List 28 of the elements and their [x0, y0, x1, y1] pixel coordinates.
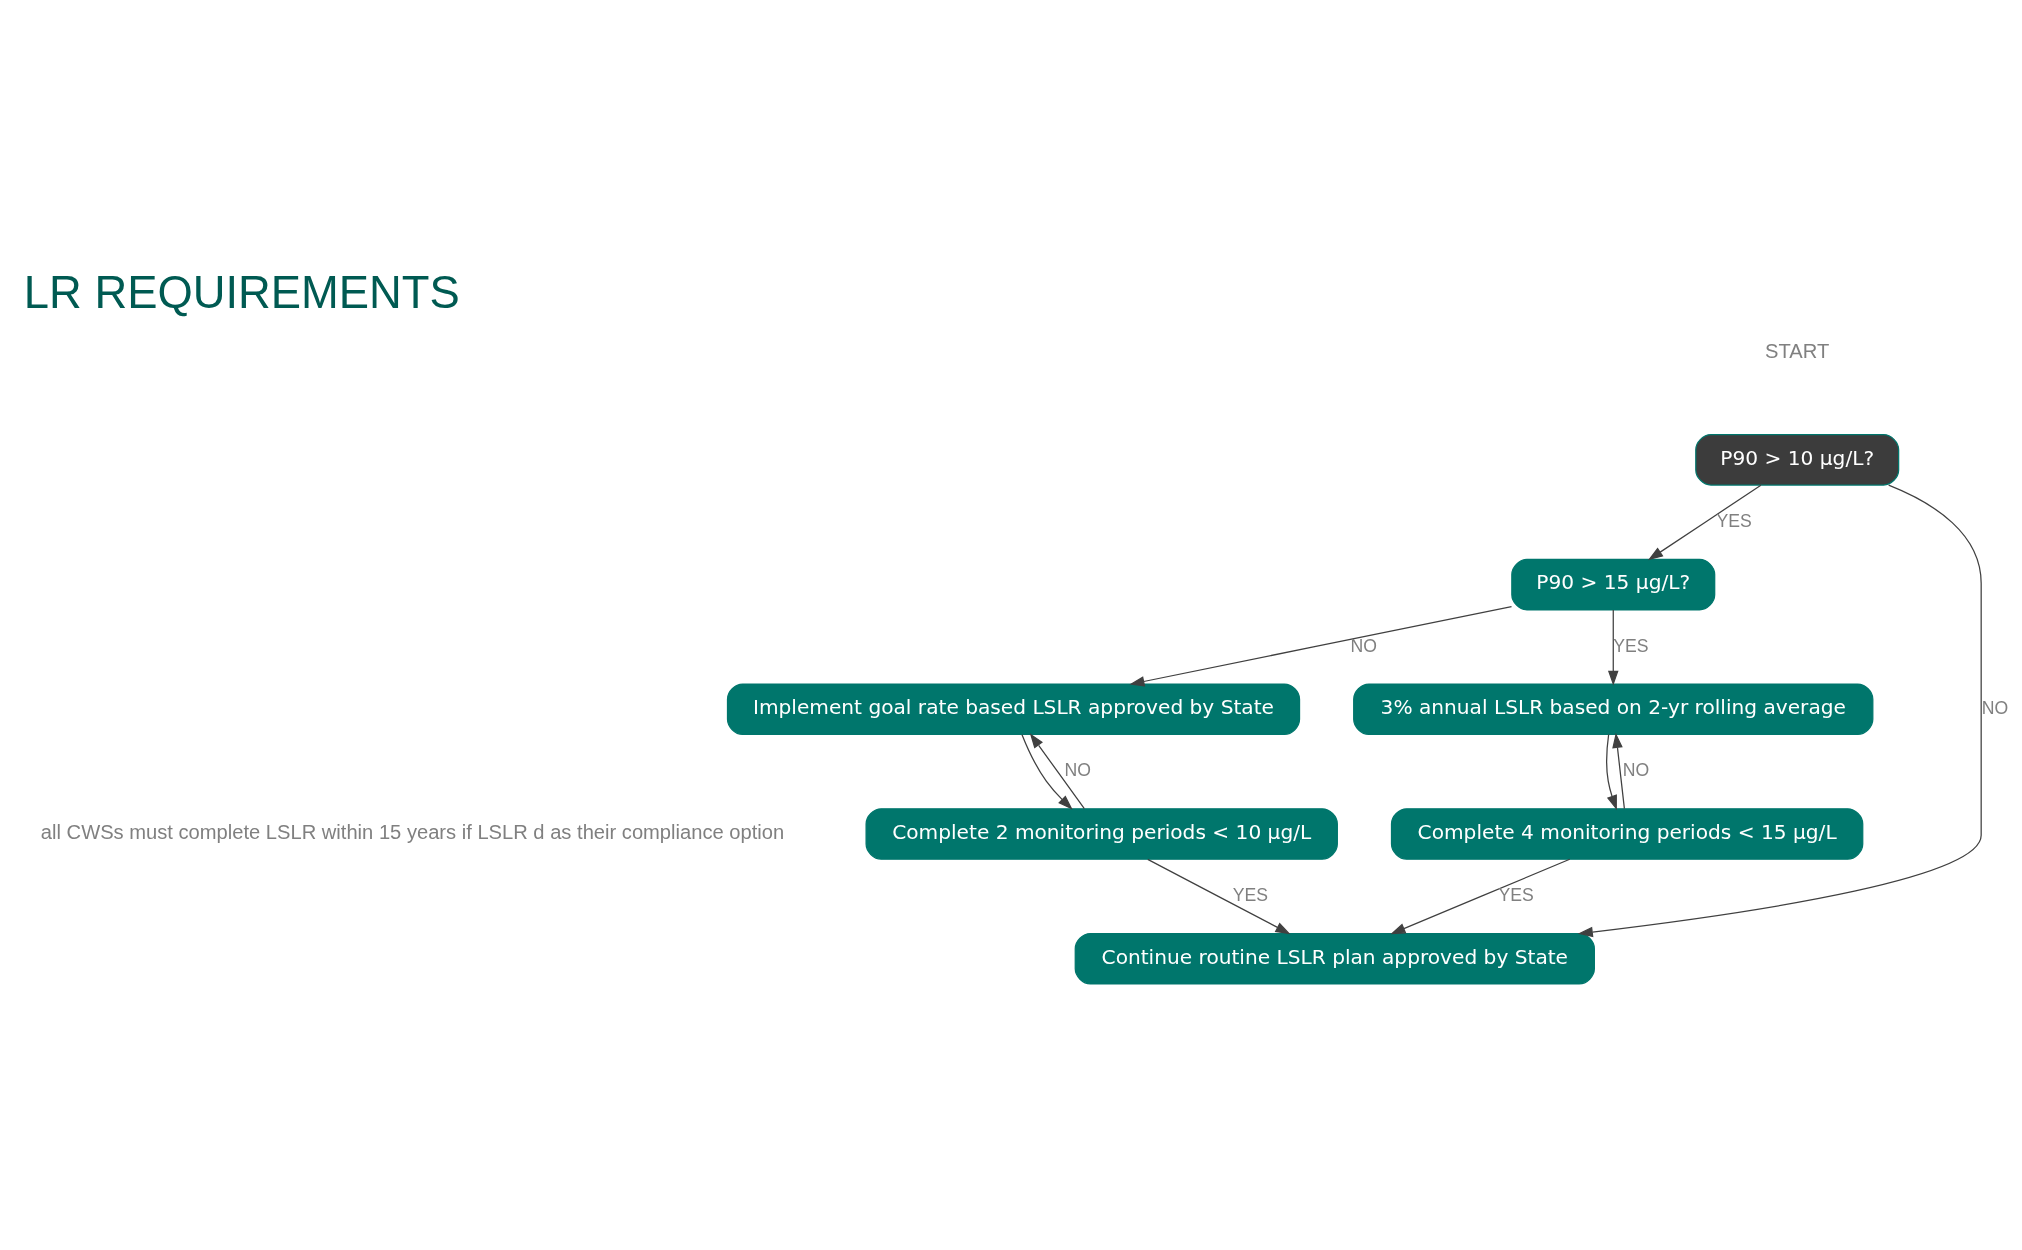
edge-label: YES [1232, 884, 1269, 905]
node-box: Implement goal rate based LSLR approved by State [726, 682, 1301, 735]
edge-label: NO [1981, 697, 2009, 718]
node-box: Continue routine LSLR plan approved by State [1074, 932, 1595, 985]
diagram-title: LR REQUIREMENTS [23, 266, 460, 318]
arrow [1021, 733, 1073, 810]
label: all CWSs must complete LSLR within 15 years if LSLR d as their compliance option [40, 820, 785, 843]
arrow [1647, 484, 1762, 560]
edge-label: NO [1064, 759, 1091, 780]
node-box: P90 > 15 µg/L? [1511, 558, 1716, 610]
edge-label: YES [1498, 884, 1534, 905]
node-box: 3% annual LSLR based on 2-yr rolling average [1353, 682, 1874, 735]
arrow [1147, 858, 1291, 934]
edge-label: NO [1350, 635, 1378, 656]
node-box: P90 > 10 µg/L? [1695, 433, 1900, 486]
edge-label: YES [1613, 635, 1649, 656]
edge-label: YES [1716, 510, 1752, 531]
edge-label: NO [1622, 759, 1650, 780]
arrow [1607, 608, 1619, 686]
node-box: Complete 2 monitoring periods < 10 µg/L [865, 807, 1338, 860]
arrow [1390, 858, 1571, 934]
arrow [1606, 733, 1617, 810]
arrow [1612, 732, 1626, 809]
arrow [1129, 605, 1513, 687]
arrow [1029, 732, 1085, 809]
arrow [1577, 484, 1982, 937]
node-label: START [1765, 339, 1830, 362]
node-box: Complete 4 monitoring periods < 15 µg/L [1390, 807, 1864, 860]
